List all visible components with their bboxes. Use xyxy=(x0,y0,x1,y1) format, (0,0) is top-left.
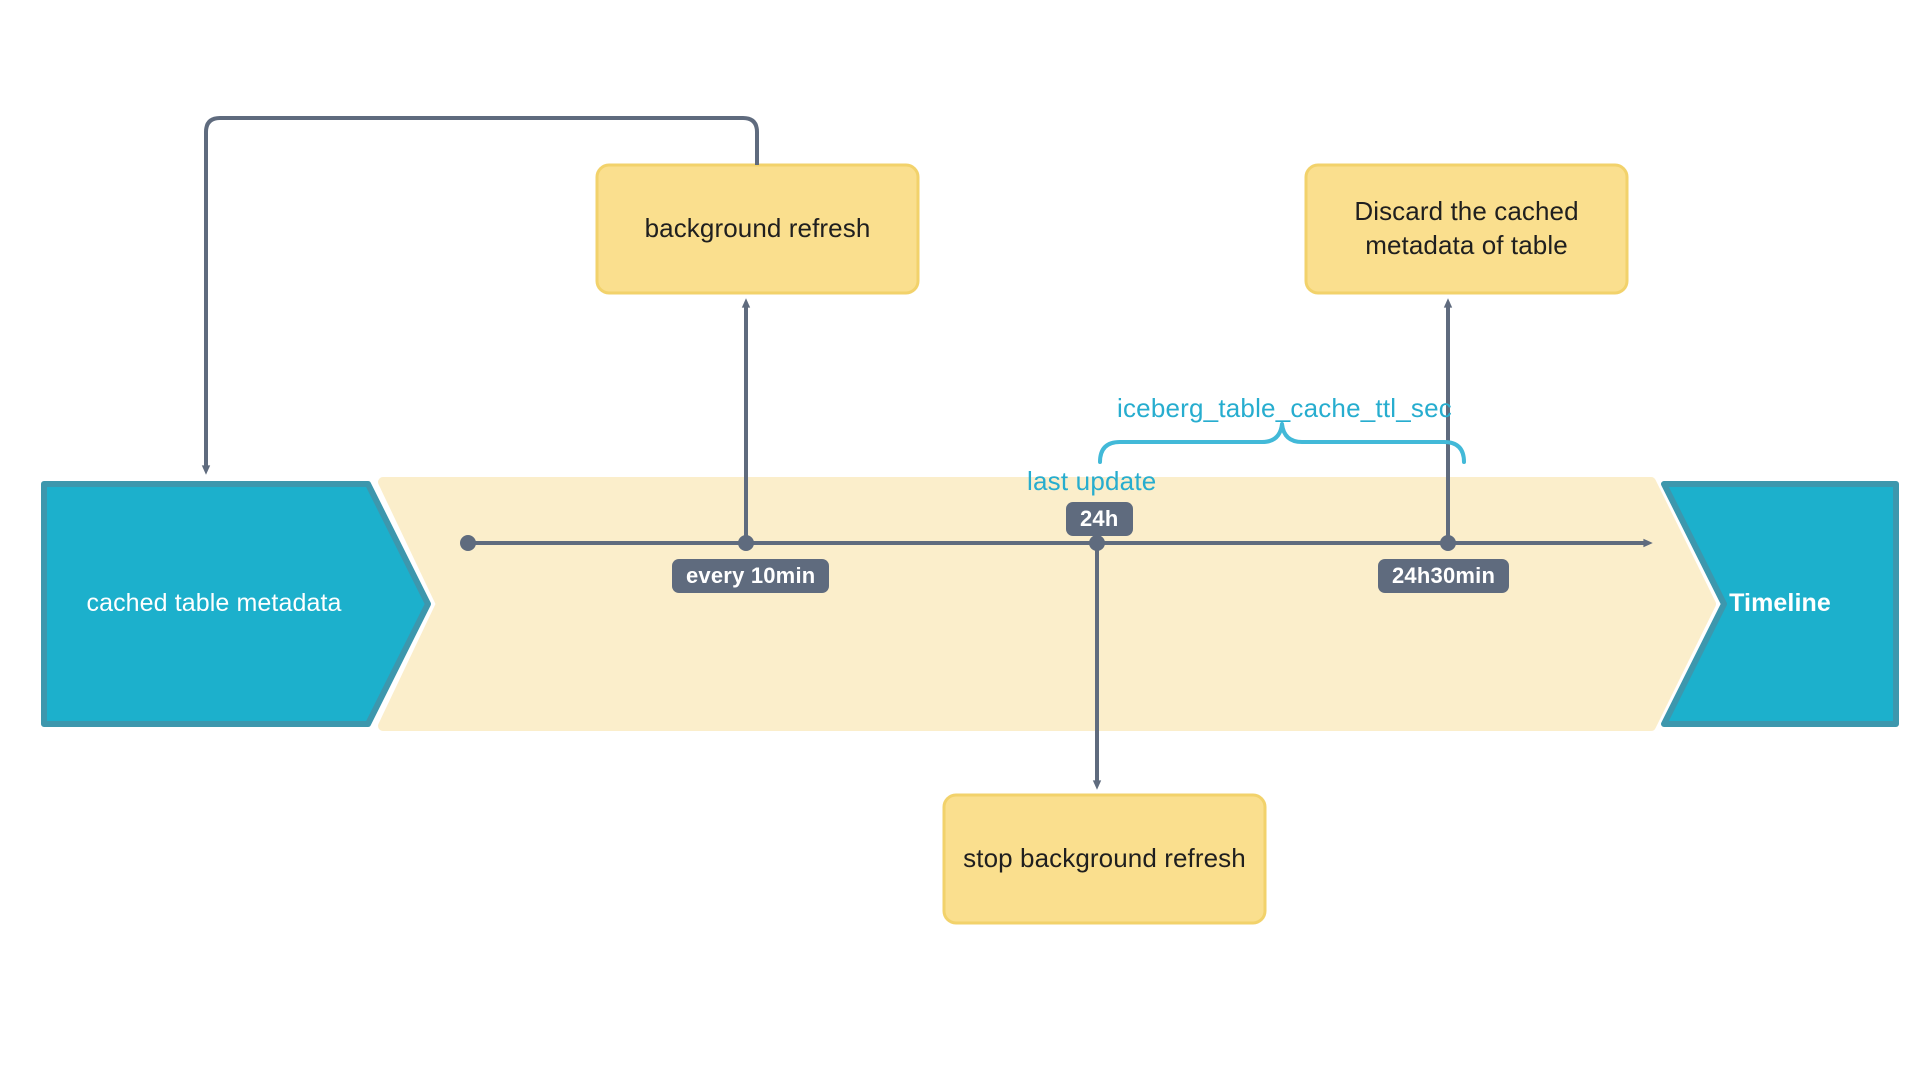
box-stop-background-refresh[interactable]: stop background refresh xyxy=(944,795,1265,923)
annotation-ttl-config-label: iceberg_table_cache_ttl_sec xyxy=(1117,393,1452,423)
stage-end[interactable]: Timeline xyxy=(1664,484,1896,724)
loop-background-refresh-to-cache xyxy=(201,116,759,475)
timeline-axis-origin-dot xyxy=(460,535,476,551)
stage-start-label: cached table metadata xyxy=(86,589,342,618)
annotation-ttl-config: iceberg_table_cache_ttl_sec xyxy=(1117,393,1452,424)
badge-every-10min[interactable]: every 10min xyxy=(672,559,830,593)
badge-24h30min-label: 24h30min xyxy=(1392,563,1496,588)
box-discard-cached-metadata-shape xyxy=(1304,163,1629,295)
badge-24h[interactable]: 24h xyxy=(1066,502,1133,536)
stage-start-shape xyxy=(41,481,431,727)
box-background-refresh[interactable]: background refresh xyxy=(597,165,918,293)
annotation-last-update: last update xyxy=(1027,466,1156,497)
box-discard-cached-metadata-label: Discard the cached metadata of table xyxy=(1354,196,1579,260)
box-background-refresh-label: background refresh xyxy=(644,213,871,244)
badge-every-10min-label: every 10min xyxy=(686,563,816,588)
box-stop-background-refresh-shape xyxy=(942,793,1267,925)
box-discard-cached-metadata[interactable]: Discard the cached metadata of table xyxy=(1306,165,1627,293)
stage-start[interactable]: cached table metadata xyxy=(44,484,384,724)
timeline-band xyxy=(378,477,1716,731)
stage-end-shape xyxy=(1661,481,1899,727)
badge-24h-label: 24h xyxy=(1080,506,1119,531)
stage-end-label: Timeline xyxy=(1729,589,1831,618)
badge-24h30min[interactable]: 24h30min xyxy=(1378,559,1510,593)
box-stop-background-refresh-label: stop background refresh xyxy=(963,843,1246,874)
ttl-span-brace xyxy=(1098,422,1466,464)
annotation-last-update-label: last update xyxy=(1027,466,1157,496)
